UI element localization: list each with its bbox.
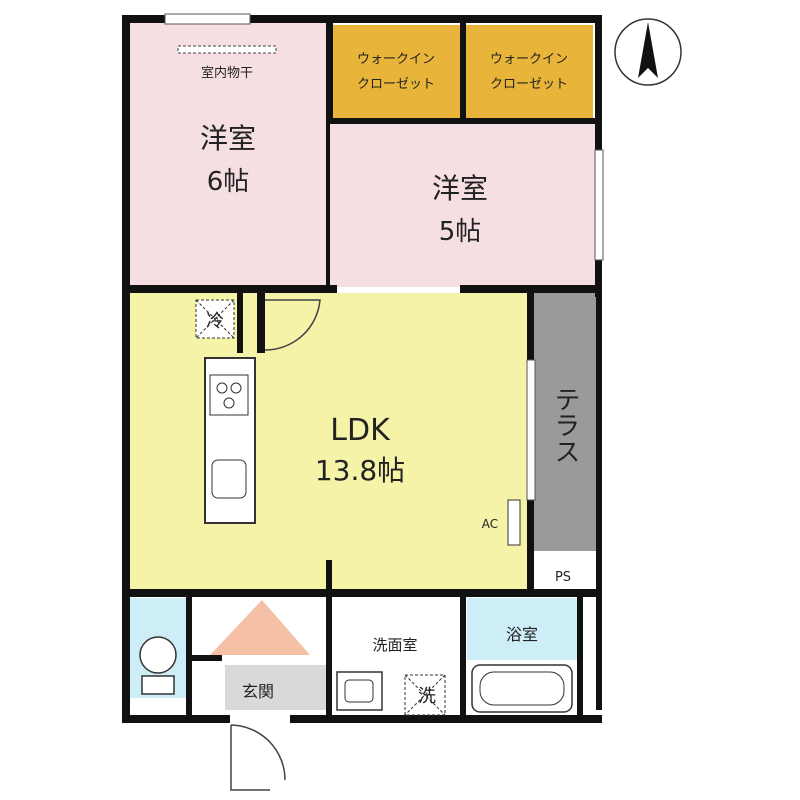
indoor-drying-bar: [177, 45, 277, 54]
toilet-icon: [139, 636, 177, 674]
wic2-label-line2: クローゼット: [490, 77, 568, 92]
walk-in-closet-2: [466, 25, 593, 120]
ps-label: PS: [555, 570, 571, 585]
room-size-western-5: 5帖: [439, 217, 482, 247]
wic1-label-line1: ウォークイン: [357, 52, 435, 67]
wic2-label-line1: ウォークイン: [490, 52, 568, 67]
bathroom: [467, 598, 577, 660]
ps-space: [533, 560, 596, 590]
burner-icon: [230, 382, 242, 394]
door-swings: [230, 299, 321, 791]
walk-in-closet-1: [333, 25, 460, 120]
ac-unit: [507, 499, 521, 546]
walls: [122, 15, 602, 723]
room-name-bathroom: 浴室: [506, 625, 538, 644]
bathtub-inner-icon: [479, 671, 565, 706]
north-arrow-icon: [614, 18, 682, 86]
washbasin-bowl-icon: [344, 679, 374, 703]
western-room-6: [129, 22, 329, 287]
fridge-label: 冷: [206, 311, 224, 332]
ldk-room: [129, 293, 528, 589]
ac-label: AC: [482, 517, 498, 531]
room-name-washroom: 洗面室: [372, 636, 417, 654]
entrance: [225, 665, 327, 710]
terrace: [533, 293, 596, 551]
room-name-ldk: LDK: [330, 413, 391, 448]
indoor-drying-label: 室内物干: [201, 65, 253, 81]
western-room-5: [329, 123, 596, 287]
wic1-label-line2: クローゼット: [357, 77, 435, 92]
room-size-western-6: 6帖: [207, 167, 250, 197]
burner-icon: [223, 397, 235, 409]
burner-icon: [216, 382, 228, 394]
toilet-tank-icon: [141, 675, 175, 695]
windows: [164, 13, 604, 501]
room-name-western-6: 洋室: [200, 122, 256, 155]
room-name-entrance: 玄関: [242, 682, 274, 701]
room-name-western-5: 洋室: [432, 172, 488, 205]
hall-door-swing: [210, 600, 310, 655]
kitchen-sink-icon: [211, 459, 247, 499]
stove-icon: [209, 374, 249, 416]
room-size-ldk: 13.8帖: [315, 454, 405, 487]
room-name-terrace: テラス: [550, 386, 580, 464]
washer-label: 洗: [418, 686, 436, 707]
